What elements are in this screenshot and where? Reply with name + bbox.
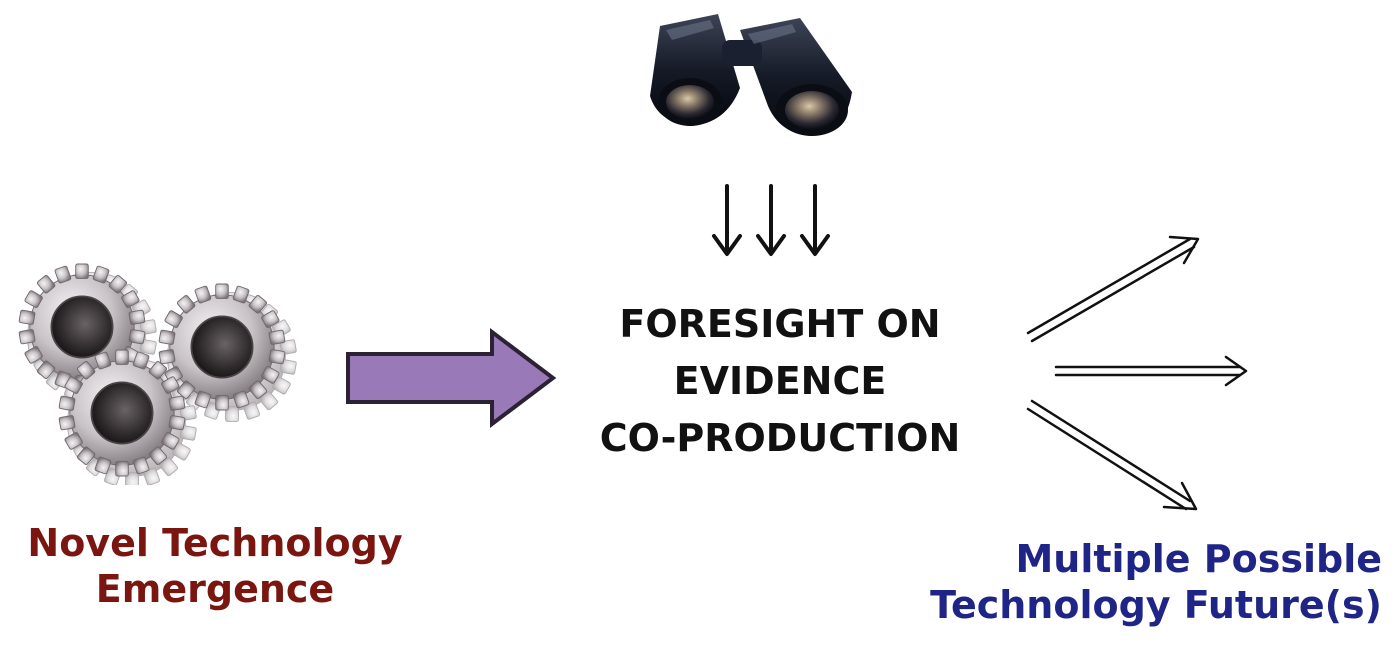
foresight-line-1: FORESIGHT ON <box>619 302 941 346</box>
novel-technology-line-2: Emergence <box>95 567 335 612</box>
down-arrow-icon <box>712 184 742 256</box>
main-flow-arrow <box>346 328 557 428</box>
gears-icon <box>17 263 298 485</box>
multiple-futures-line-2: Technology Future(s) <box>930 583 1382 628</box>
down-arrow-icon <box>756 184 786 256</box>
up-right-arrow-icon <box>1026 235 1200 343</box>
down-arrow-icon <box>800 184 830 256</box>
right-arrow-icon <box>1054 355 1248 387</box>
binoculars-icon <box>650 14 852 136</box>
novel-technology-line-1: Novel Technology <box>27 521 403 565</box>
down-right-arrow-icon <box>1026 399 1198 511</box>
multiple-futures-line-1: Multiple Possible <box>1015 537 1382 581</box>
foresight-line-2: EVIDENCE <box>673 359 887 403</box>
novel-technology-label: Novel Technology Emergence <box>0 520 430 613</box>
future-arrows <box>1026 235 1248 511</box>
multiple-futures-label: Multiple Possible Technology Future(s) <box>880 536 1396 629</box>
foresight-label: FORESIGHT ON EVIDENCE CO-PRODUCTION <box>540 296 1020 467</box>
down-arrows <box>712 184 830 256</box>
foresight-line-3: CO-PRODUCTION <box>599 416 961 460</box>
